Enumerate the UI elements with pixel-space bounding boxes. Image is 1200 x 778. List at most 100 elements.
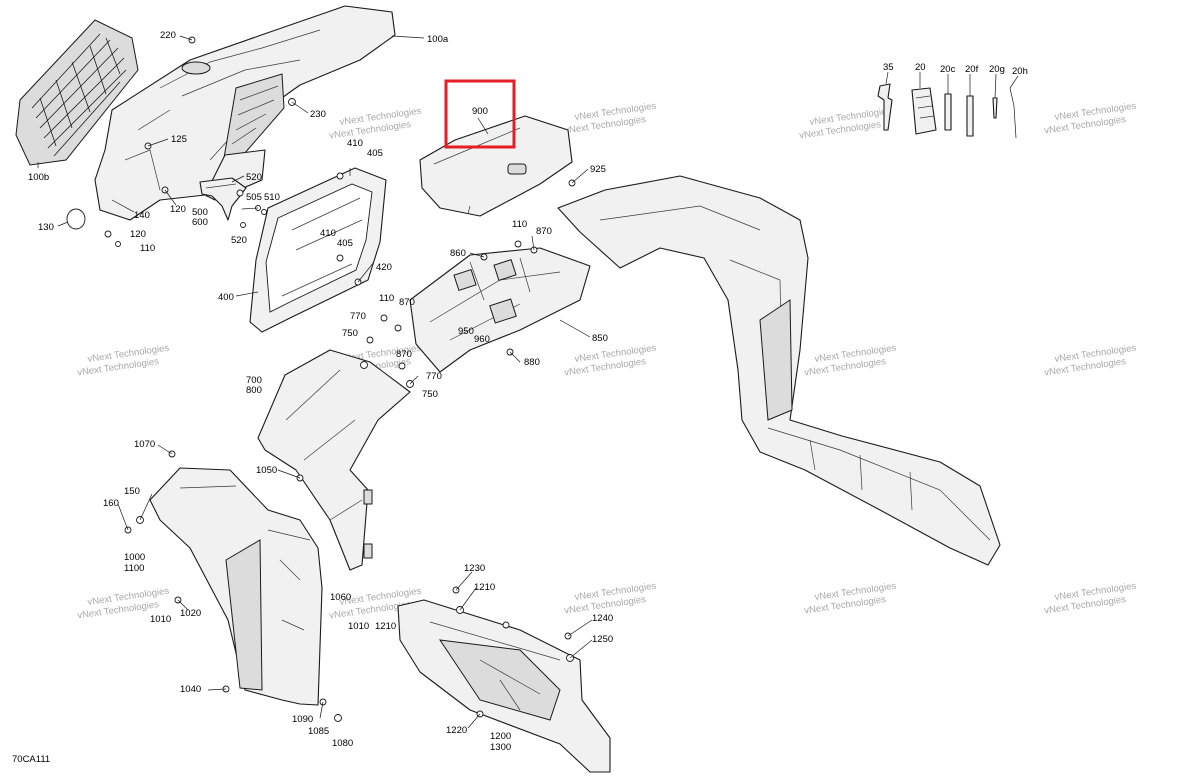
callout-870-b: 870 (399, 297, 415, 308)
callout-1050: 1050 (256, 465, 277, 476)
callout-870-a: 870 (536, 226, 552, 237)
callout-1020: 1020 (180, 608, 201, 619)
callout-1060: 1060 (330, 592, 351, 603)
callout-110-b: 110 (512, 219, 527, 230)
callout-230: 230 (310, 109, 326, 120)
callout-405-b: 405 (337, 238, 353, 249)
callout-1300: 1300 (490, 742, 511, 753)
callout-1085: 1085 (308, 726, 329, 737)
bracket-part (199, 177, 247, 221)
callout-960: 960 (474, 334, 490, 345)
callout-130: 130 (38, 222, 54, 233)
callout-labels: 220 100a 230 100b 125 130 140 120 120 11… (28, 30, 1028, 753)
callout-700: 700 (246, 375, 262, 386)
wrench-tool (877, 83, 893, 131)
spark-tool (966, 95, 974, 137)
callout-120-a: 120 (170, 204, 186, 215)
callout-520-a: 520 (246, 172, 262, 183)
callout-20c: 20c (940, 64, 956, 75)
callout-1230: 1230 (464, 563, 485, 574)
callout-750-b: 750 (422, 389, 438, 400)
callout-20g: 20g (989, 64, 1005, 75)
callout-1010-a: 1010 (150, 614, 171, 625)
screwdriver-tool (944, 93, 952, 131)
callout-870-c: 870 (396, 349, 412, 360)
callout-110-c: 110 (379, 293, 394, 304)
callout-770-a: 770 (350, 311, 366, 322)
callout-100a: 100a (427, 34, 449, 45)
callout-1250: 1250 (592, 634, 613, 645)
callout-500: 500 (192, 207, 208, 218)
callout-925: 925 (590, 164, 606, 175)
highlight-box (444, 79, 516, 149)
front-fascia-part (66, 5, 396, 230)
callout-220: 220 (160, 30, 176, 41)
callout-125: 125 (171, 134, 187, 145)
tool-kit (877, 83, 1017, 139)
callout-405-a: 405 (367, 148, 383, 159)
callout-520-b: 520 (231, 235, 247, 246)
fascia-badge (181, 61, 211, 75)
callout-150: 150 (124, 486, 140, 497)
radiator-frame-part (249, 167, 387, 333)
console-tray-part (409, 247, 591, 373)
front-grille-part (15, 19, 139, 166)
callout-410-b: 410 (320, 228, 336, 239)
storage-cover-part (419, 115, 573, 217)
latch-part (489, 298, 517, 324)
callout-770-b: 770 (426, 371, 442, 382)
callout-1240: 1240 (592, 613, 613, 624)
callout-1080: 1080 (332, 738, 353, 749)
callout-1040: 1040 (180, 684, 201, 695)
callout-420: 420 (376, 262, 392, 273)
callout-160: 160 (103, 498, 119, 509)
left-lower-panel-part (149, 467, 323, 706)
callout-1210-a: 1210 (375, 621, 396, 632)
callout-140: 140 (134, 210, 150, 221)
callout-410-a: 410 (347, 138, 363, 149)
callout-1220: 1220 (446, 725, 467, 736)
rocker-panel-part (397, 599, 611, 773)
callout-850: 850 (592, 333, 608, 344)
callout-1090: 1090 (292, 714, 313, 725)
callout-505: 505 (246, 192, 262, 203)
callout-860: 860 (450, 248, 466, 259)
callout-750-a: 750 (342, 328, 358, 339)
plug-part (66, 208, 86, 230)
callout-20h: 20h (1012, 66, 1028, 77)
callout-110-a: 110 (140, 243, 155, 254)
callout-20: 20 (915, 62, 926, 73)
callout-1010-b: 1010 (348, 621, 369, 632)
callout-1070: 1070 (134, 439, 155, 450)
callout-1100: 1100 (124, 563, 144, 574)
reference-code: 70CA111 (12, 754, 50, 765)
callout-1000: 1000 (124, 552, 145, 563)
right-fender-part (557, 175, 1001, 566)
leader-lines (37, 35, 1019, 729)
callout-950: 950 (458, 326, 474, 337)
callout-400: 400 (218, 292, 234, 303)
callout-20f: 20f (965, 64, 979, 75)
callout-800: 800 (246, 385, 262, 396)
callout-120-b: 120 (130, 229, 146, 240)
callout-35: 35 (883, 62, 894, 73)
callout-100b: 100b (28, 172, 49, 183)
callout-1210-b: 1210 (474, 582, 495, 593)
tool-pouch (911, 87, 937, 135)
callout-600: 600 (192, 217, 208, 228)
callout-510: 510 (264, 192, 280, 203)
callout-900: 900 (472, 106, 488, 117)
